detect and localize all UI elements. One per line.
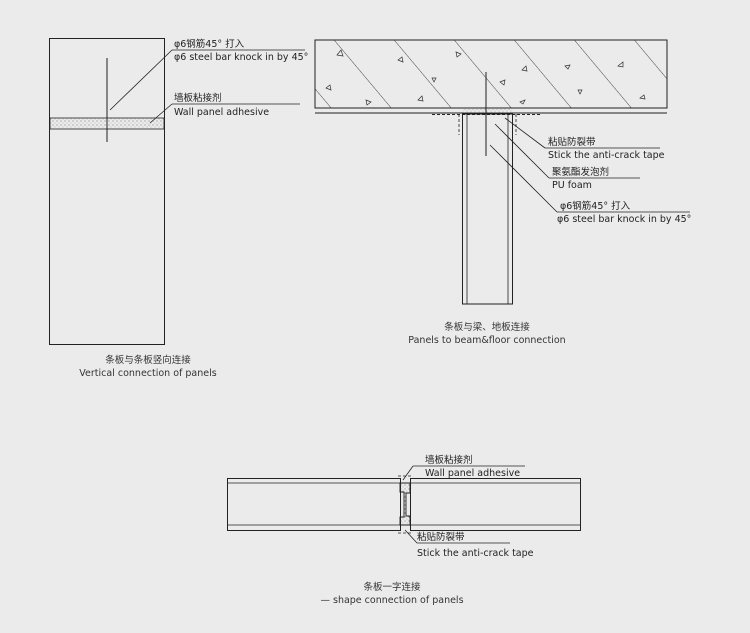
- caption-cn-3: 条板一字连接: [363, 581, 421, 593]
- bar2-label-cn: φ6钢筋45° 打入: [560, 200, 631, 212]
- diagram-straight-connection: 墙板粘接剂 Wall panel adhesive 粘贴防裂带 Stick th…: [227, 454, 581, 606]
- caption-en-2: Panels to beam&floor connection: [408, 335, 565, 346]
- caption-cn-1: 条板与条板竖向连接: [105, 354, 191, 366]
- left-panel: [227, 478, 401, 531]
- tongue-groove-joint: [399, 482, 411, 526]
- tape-label-cn: 粘贴防裂带: [548, 136, 596, 148]
- bar-leader: [109, 49, 173, 111]
- concrete-slab: [314, 39, 668, 109]
- adhesive3-label-cn: 墙板粘接剂: [425, 454, 473, 466]
- adhesive-label-cn: 墙板粘接剂: [174, 92, 222, 104]
- caption-en-1: Vertical connection of panels: [79, 368, 216, 379]
- tape-label-en: Stick the anti-crack tape: [548, 150, 665, 161]
- adhesive-leader: [149, 103, 173, 124]
- right-panel: [410, 478, 581, 531]
- panel-outline: [49, 38, 165, 345]
- diagram-beam-floor-connection: 粘贴防裂带 Stick the anti-crack tape 聚氨酯发泡剂 P…: [314, 39, 691, 346]
- foam-label-cn: 聚氨酯发泡剂: [552, 166, 609, 178]
- bar-label-en: φ6 steel bar knock in by 45°: [174, 52, 308, 63]
- bar2-label-en: φ6 steel bar knock in by 45°: [557, 214, 691, 225]
- caption-en-3: — shape connection of panels: [320, 595, 463, 606]
- pu-foam-joint: [463, 109, 512, 113]
- bar-label-cn: φ6钢筋45° 打入: [174, 38, 245, 50]
- tape3-label-cn: 粘贴防裂带: [417, 531, 465, 543]
- caption-cn-2: 条板与梁、地板连接: [444, 321, 530, 333]
- foam-label-en: PU foam: [552, 180, 592, 191]
- adhesive-label-en: Wall panel adhesive: [174, 107, 269, 118]
- diagram-vertical-connection: φ6钢筋45° 打入 φ6 steel bar knock in by 45° …: [49, 38, 308, 379]
- adhesive3-label-en: Wall panel adhesive: [425, 468, 520, 479]
- tape3-label-en: Stick the anti-crack tape: [417, 548, 534, 559]
- vertical-panel: [462, 113, 513, 305]
- aggregate-marks: [325, 49, 646, 106]
